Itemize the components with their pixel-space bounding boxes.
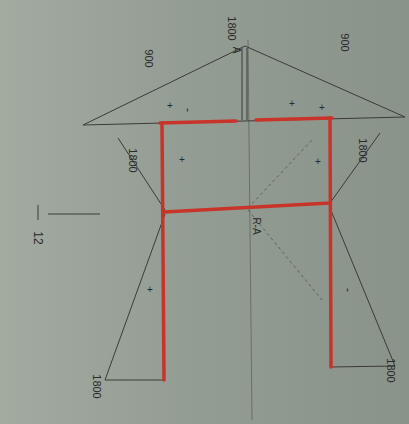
sketch-line — [248, 140, 312, 208]
dimension-value: 900 — [338, 33, 349, 51]
beam-moment-base — [83, 117, 405, 125]
frame-column — [330, 118, 331, 367]
dimension-value: 1800 — [356, 138, 367, 162]
sketch-line — [248, 210, 322, 300]
frame-beam — [256, 118, 332, 120]
column-moment-outline — [330, 133, 380, 203]
frame-beam — [164, 203, 330, 212]
point-label: R-A — [251, 217, 261, 234]
sign-mark: + — [319, 103, 325, 113]
sign-mark: + — [167, 101, 173, 111]
arrow-line — [48, 214, 100, 215]
sign-mark: + — [289, 99, 295, 109]
apex-line — [242, 48, 243, 120]
frame-column — [162, 123, 164, 380]
dimension-value: 1800 — [384, 358, 395, 382]
note-text: 12 — [32, 231, 44, 244]
dimension-value: 1800 — [126, 148, 137, 172]
sign-mark: + — [147, 285, 153, 295]
dimension-value: 1800 — [90, 374, 101, 398]
sign-mark: + — [315, 157, 321, 167]
column-moment-outline — [105, 214, 165, 380]
sign-mark: - — [182, 108, 194, 112]
frame-beam — [160, 121, 236, 123]
sign-mark: - — [342, 288, 354, 292]
arrow-tick — [38, 205, 39, 220]
sign-mark: + — [179, 155, 185, 165]
diagram-outline — [38, 40, 405, 420]
column-moment-outline — [118, 138, 165, 210]
apex-line — [247, 48, 248, 120]
dimension-value: 900 — [142, 49, 153, 67]
beam-moment-outline — [83, 46, 405, 125]
frame — [160, 118, 332, 380]
point-label: A — [231, 47, 241, 54]
dimension-value: 1800 — [225, 16, 236, 40]
column-moment-outline — [330, 208, 395, 367]
